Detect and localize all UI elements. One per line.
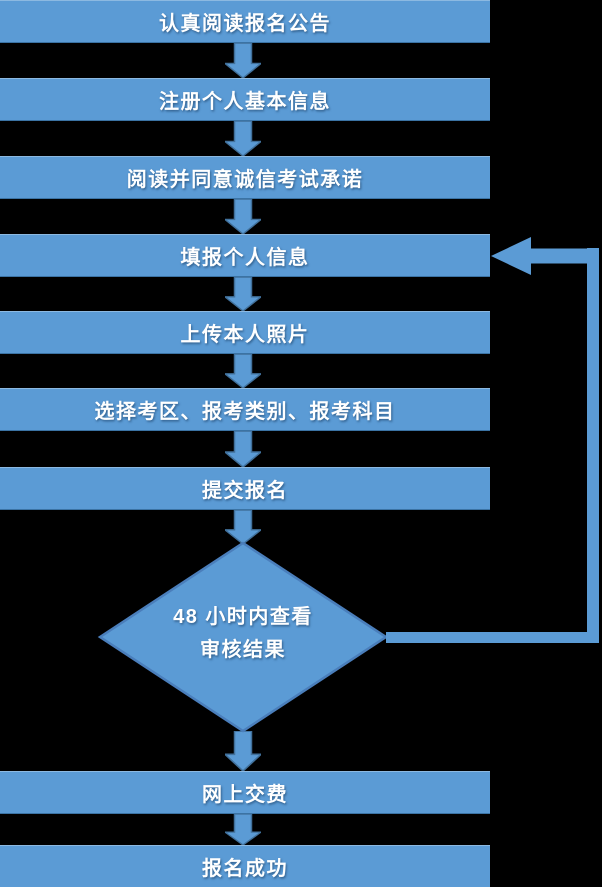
down-arrow-icon [225,731,261,771]
loopback-horizontal-line [386,632,599,643]
step-registration-success: 报名成功 [0,845,490,887]
down-arrow-icon [225,43,261,78]
step-submit-registration: 提交报名 [0,467,490,510]
down-arrow-icon [225,277,261,311]
step-fill-personal-info-label: 填报个人信息 [180,247,310,269]
decision-review-result-label: 48 小时内查看 审核结果 [96,601,390,667]
down-arrow-icon [225,431,261,467]
step-fill-personal-info: 填报个人信息 [0,234,490,277]
step-pay-online: 网上交费 [0,771,490,814]
down-arrow-icon [225,814,261,845]
step-register-basic-info-label: 注册个人基本信息 [159,91,331,113]
loopback-arrowhead-icon [491,237,599,275]
down-arrow-icon [225,510,261,544]
decision-review-result-line1: 48 小时内查看 [173,606,313,628]
down-arrow-icon [225,199,261,234]
step-register-basic-info: 注册个人基本信息 [0,78,490,121]
down-arrow-icon [225,121,261,156]
step-submit-registration-label: 提交报名 [202,480,288,502]
step-select-exam-options-label: 选择考区、报考类别、报考科目 [94,401,396,423]
step-agree-integrity-pledge-label: 阅读并同意诚信考试承诺 [126,169,364,191]
loopback-vertical-line [587,248,599,643]
step-read-announcement-label: 认真阅读报名公告 [159,13,331,35]
step-upload-photo-label: 上传本人照片 [180,324,310,346]
step-agree-integrity-pledge: 阅读并同意诚信考试承诺 [0,156,490,199]
step-pay-online-label: 网上交费 [202,784,288,806]
down-arrow-icon [225,354,261,388]
step-registration-success-label: 报名成功 [202,858,288,880]
step-read-announcement: 认真阅读报名公告 [0,0,490,43]
step-select-exam-options: 选择考区、报考类别、报考科目 [0,388,490,431]
step-upload-photo: 上传本人照片 [0,311,490,354]
decision-review-result-line2: 审核结果 [200,639,286,661]
